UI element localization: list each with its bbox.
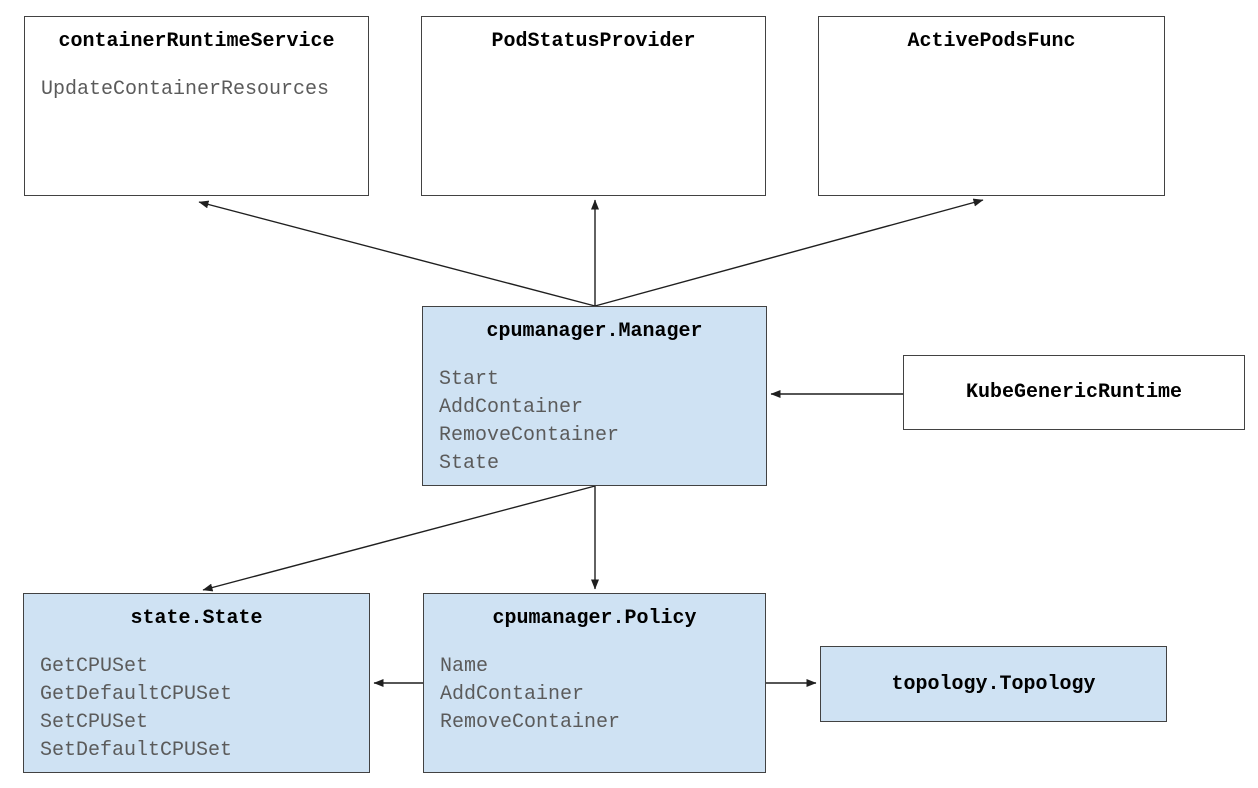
- method-label: State: [439, 452, 500, 475]
- method-label: RemoveContainer: [440, 711, 621, 734]
- node-title: PodStatusProvider: [491, 30, 696, 53]
- method-label: GetDefaultCPUSet: [40, 683, 233, 706]
- node-methods: Name AddContainer RemoveContainer: [424, 630, 765, 737]
- method-label: AddContainer: [440, 683, 585, 706]
- node-active-pods-func: ActivePodsFunc: [818, 16, 1165, 196]
- node-methods: Start AddContainer RemoveContainer State: [423, 343, 766, 478]
- method-label: RemoveContainer: [439, 424, 620, 447]
- method-label: Name: [440, 655, 489, 678]
- method-label: Start: [439, 368, 500, 391]
- method-label: AddContainer: [439, 396, 584, 419]
- method-label: UpdateContainerResources: [41, 78, 330, 101]
- method-label: GetCPUSet: [40, 655, 149, 678]
- method-label: SetCPUSet: [40, 711, 149, 734]
- method-label: SetDefaultCPUSet: [40, 739, 233, 762]
- node-methods: UpdateContainerResources: [25, 53, 368, 104]
- node-title: state.State: [130, 607, 263, 630]
- node-title: containerRuntimeService: [58, 30, 335, 53]
- node-pod-status-provider: PodStatusProvider: [421, 16, 766, 196]
- node-kube-generic-runtime: KubeGenericRuntime: [903, 355, 1245, 430]
- node-title: ActivePodsFunc: [907, 30, 1076, 53]
- node-title: KubeGenericRuntime: [965, 381, 1183, 404]
- node-methods: GetCPUSet GetDefaultCPUSet SetCPUSet Set…: [24, 630, 369, 765]
- arrow-manager-to-container-runtime-service: [198, 200, 596, 307]
- node-state-state: state.State GetCPUSet GetDefaultCPUSet S…: [23, 593, 370, 773]
- node-cpumanager-policy: cpumanager.Policy Name AddContainer Remo…: [423, 593, 766, 773]
- node-title: cpumanager.Manager: [486, 320, 703, 343]
- node-container-runtime-service: containerRuntimeService UpdateContainerR…: [24, 16, 369, 196]
- node-topology-topology: topology.Topology: [820, 646, 1167, 722]
- arrow-manager-to-state-state: [202, 485, 596, 592]
- node-title: topology.Topology: [891, 672, 1096, 696]
- node-cpumanager-manager: cpumanager.Manager Start AddContainer Re…: [422, 306, 767, 486]
- arrow-manager-to-active-pods-func: [594, 198, 984, 307]
- node-title: cpumanager.Policy: [492, 607, 697, 630]
